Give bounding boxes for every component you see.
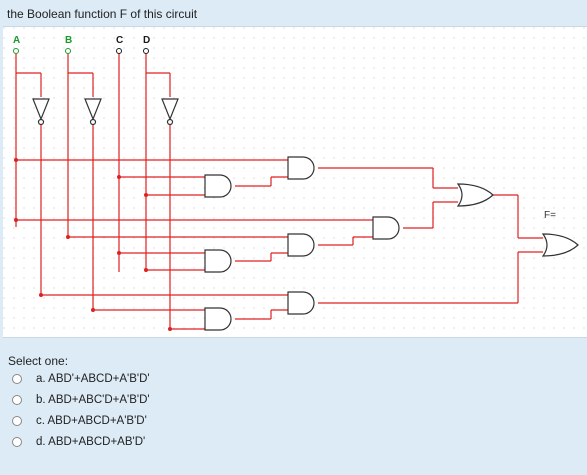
or-gate-output bbox=[541, 233, 579, 257]
input-label-d: D bbox=[143, 35, 150, 46]
radio-option-d[interactable] bbox=[12, 437, 22, 447]
answers-panel: Select one: a. ABD'+ABCD+A'B'D' b. ABD+A… bbox=[0, 340, 587, 475]
and-gate-3 bbox=[372, 216, 400, 240]
junction-dots bbox=[14, 158, 172, 331]
and-gate-6 bbox=[287, 291, 315, 315]
option-a-label: a. ABD'+ABCD+A'B'D' bbox=[36, 373, 150, 385]
and-gate-5 bbox=[204, 249, 232, 273]
select-one-label: Select one: bbox=[8, 354, 69, 368]
option-d[interactable]: d. ABD+ABCD+AB'D' bbox=[12, 433, 145, 451]
option-b[interactable]: b. ABD+ABC'D+A'B'D' bbox=[12, 391, 150, 409]
input-pin-c bbox=[116, 48, 122, 54]
and-gate-1 bbox=[287, 156, 315, 180]
input-label-c: C bbox=[116, 35, 123, 46]
radio-option-b[interactable] bbox=[12, 395, 22, 405]
input-pin-a bbox=[13, 48, 19, 54]
circuit-diagram: A B C D bbox=[3, 26, 587, 338]
option-a[interactable]: a. ABD'+ABCD+A'B'D' bbox=[12, 370, 150, 388]
and-gate-2 bbox=[204, 174, 232, 198]
not-gate-b bbox=[84, 98, 102, 126]
and-gate-4 bbox=[287, 233, 315, 257]
or-gate-1 bbox=[456, 183, 494, 207]
option-c-label: c. ABD+ABCD+A'B'D' bbox=[36, 415, 147, 427]
option-c[interactable]: c. ABD+ABCD+A'B'D' bbox=[12, 412, 147, 430]
circuit-svg: A B C D bbox=[3, 27, 587, 337]
not-gate-a bbox=[32, 98, 50, 126]
radio-option-c[interactable] bbox=[12, 416, 22, 426]
question-text: the Boolean function F of this circuit bbox=[7, 7, 198, 21]
input-pin-d bbox=[143, 48, 149, 54]
option-d-label: d. ABD+ABCD+AB'D' bbox=[36, 436, 146, 448]
input-label-b: B bbox=[65, 35, 72, 46]
radio-option-a[interactable] bbox=[12, 374, 22, 384]
input-pin-b bbox=[65, 48, 71, 54]
input-label-a: A bbox=[13, 35, 20, 46]
output-label: F= bbox=[544, 210, 556, 221]
wires bbox=[15, 54, 543, 330]
not-gate-d bbox=[161, 98, 179, 126]
option-b-label: b. ABD+ABC'D+A'B'D' bbox=[36, 394, 150, 406]
and-gate-7 bbox=[204, 307, 232, 331]
grid-background bbox=[3, 27, 587, 337]
